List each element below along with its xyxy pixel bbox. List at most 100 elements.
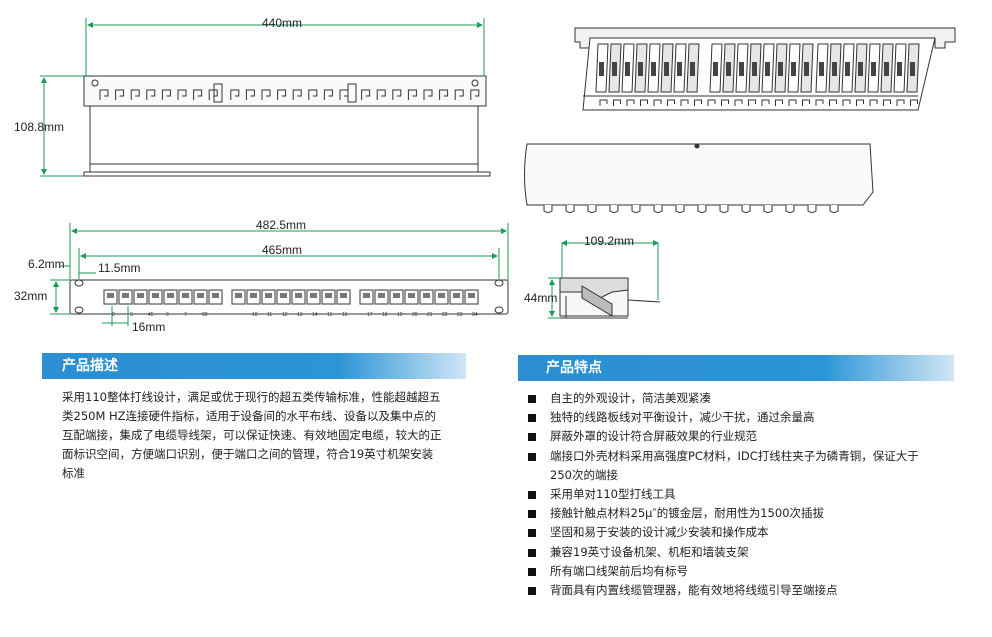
- loop-mark: [208, 89, 218, 100]
- idc-contact: [625, 62, 630, 76]
- feature-item: 采用单对110型打线工具: [526, 485, 926, 504]
- loop-mark: [454, 89, 464, 100]
- port-number: 89: [202, 312, 208, 318]
- loop-mark: [261, 89, 271, 100]
- idc-contact: [599, 62, 604, 76]
- port-contacts: [197, 293, 204, 298]
- cable-notch: [609, 205, 619, 213]
- cable-notch: [587, 205, 597, 213]
- dim-front-total-width: 482.5mm: [256, 218, 306, 232]
- feature-item: 兼容19英寸设备机架、机柜和墙装支架: [526, 543, 926, 562]
- loop-mark: [896, 99, 905, 106]
- loop-mark: [640, 99, 648, 106]
- loop-mark: [842, 99, 851, 106]
- dim-front-mount-width: 465mm: [262, 243, 302, 257]
- port-contacts: [295, 293, 302, 298]
- feature-item: 自主的外观设计，简洁美观紧凑: [526, 389, 926, 408]
- port-number: 6: [166, 312, 169, 318]
- idc-contact: [832, 62, 837, 76]
- port-number: 16: [342, 312, 348, 318]
- port-contacts: [137, 293, 144, 298]
- cable-notch: [741, 205, 751, 213]
- loop-mark: [599, 99, 608, 106]
- loop-mark: [707, 99, 716, 106]
- feature-item: 所有端口线架前后均有标号: [526, 562, 926, 581]
- idc-contact: [791, 62, 796, 76]
- port-contacts: [107, 293, 114, 298]
- loop-mark: [439, 89, 449, 100]
- loop-mark: [680, 99, 689, 106]
- feature-item: 屏蔽外罩的设计符合屏蔽效果的行业规范: [526, 427, 926, 446]
- idc-contact: [871, 62, 876, 76]
- idc-contact: [651, 62, 656, 76]
- idc-contact: [752, 62, 757, 76]
- loop-mark: [146, 89, 156, 100]
- loop-mark: [392, 89, 402, 100]
- idc-contact: [819, 62, 824, 76]
- cable-manager-drawing: [524, 143, 874, 213]
- port-contacts: [363, 293, 370, 298]
- port-contacts: [393, 293, 400, 298]
- loop-mark: [407, 89, 417, 100]
- feature-item: 接触针触点材料25μ″的镀金层，耐用性为1500次插拔: [526, 504, 926, 523]
- loop-mark: [245, 89, 255, 100]
- loop-mark: [115, 89, 125, 100]
- idc-contact: [612, 62, 617, 76]
- loop-mark: [626, 99, 635, 106]
- idc-contact: [726, 62, 731, 76]
- idc-contact: [638, 62, 643, 76]
- front-view-drawing: [69, 279, 509, 315]
- loop-mark: [829, 99, 837, 106]
- cable-notch: [763, 205, 773, 213]
- loop-mark: [775, 99, 783, 106]
- port-number: 23: [457, 312, 463, 318]
- port-contacts: [378, 293, 385, 298]
- loop-mark: [361, 89, 371, 100]
- cable-notch: [697, 205, 707, 213]
- loop-mark: [748, 99, 756, 106]
- port-number: 22: [442, 312, 448, 318]
- loop-mark: [721, 99, 729, 106]
- port-contacts: [280, 293, 287, 298]
- cable-notch: [565, 205, 575, 213]
- dim-edge-offset: 6.2mm: [28, 257, 65, 271]
- dim-side-depth: 109.2mm: [584, 234, 634, 248]
- port-contacts: [423, 293, 430, 298]
- idc-contact: [677, 62, 682, 76]
- loop-mark: [788, 99, 797, 106]
- features-header: 产品特点: [518, 355, 954, 381]
- loop-mark: [230, 89, 240, 100]
- port-contacts: [408, 293, 415, 298]
- description-text: 采用110整体打线设计，满足或优于现行的超五类传输标准，性能超越超五类250M …: [62, 390, 442, 480]
- loop-mark: [308, 89, 318, 100]
- dim-top-width: 440mm: [262, 16, 302, 30]
- loop-mark: [376, 89, 386, 100]
- feature-item: 坚固和易于安装的设计减少安装和操作成本: [526, 523, 926, 542]
- cable-notch: [631, 205, 641, 213]
- loop-mark: [423, 89, 433, 100]
- cable-notch: [807, 205, 817, 213]
- port-number: 11: [267, 312, 272, 318]
- feature-item: 背面具有内置线缆管理器，能有效地将线缆引导至端接点: [526, 581, 926, 600]
- port-contacts: [340, 293, 347, 298]
- port-number: 12: [282, 312, 288, 318]
- cable-notch: [829, 205, 839, 213]
- port-contacts: [250, 293, 257, 298]
- idc-contact: [910, 62, 915, 76]
- dim-front-height: 32mm: [14, 289, 47, 303]
- port-number: 2: [112, 312, 115, 318]
- port-contacts: [182, 293, 189, 298]
- port-number: 13: [297, 312, 303, 318]
- port-number: 20: [412, 312, 418, 318]
- port-number: 3: [130, 312, 133, 318]
- port-number: 45: [148, 312, 154, 318]
- loop-mark: [761, 99, 770, 106]
- cable-notch: [675, 205, 685, 213]
- idc-contact: [765, 62, 770, 76]
- loop-mark: [815, 99, 824, 106]
- loop-mark: [667, 99, 675, 106]
- loop-mark: [323, 89, 333, 100]
- loop-mark: [653, 99, 662, 106]
- port-contacts: [152, 293, 159, 298]
